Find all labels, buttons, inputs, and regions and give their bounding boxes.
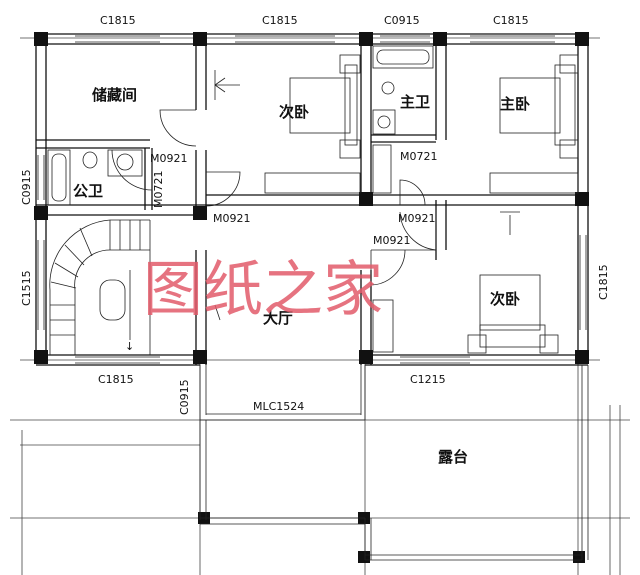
room-label-master-bedroom: 主卧 (500, 95, 530, 113)
code-c1815-a: C1815 (100, 14, 136, 27)
code-c1815-right: C1815 (597, 264, 610, 300)
room-label-second-bedroom-top: 次卧 (279, 103, 309, 121)
spiral-staircase: ↓ (49, 219, 151, 355)
room-label-second-bedroom-right: 次卧 (490, 290, 520, 308)
code-c1815-bottom: C1815 (98, 373, 134, 386)
code-c1815-b: C1815 (262, 14, 298, 27)
room-labels: 储藏间 次卧 主卫 主卧 公卫 大厅 次卧 露台 (73, 86, 530, 466)
code-c1815-c: C1815 (493, 14, 529, 27)
room-label-master-bath: 主卫 (400, 93, 430, 111)
code-m0921-b: M0921 (213, 212, 251, 225)
code-m0721-right: M0721 (400, 150, 438, 163)
code-m0921-d: M0921 (373, 234, 411, 247)
code-c1515: C1515 (20, 270, 33, 306)
code-m0921-a: M0921 (150, 152, 188, 165)
code-c0915-bottom: C0915 (178, 379, 191, 415)
furniture (47, 45, 579, 354)
room-label-hall: 大厅 (263, 309, 293, 327)
room-label-terrace: 露台 (438, 448, 468, 466)
code-c1215: C1215 (410, 373, 446, 386)
room-label-public-bath: 公卫 (73, 182, 103, 200)
code-mlc1524: MLC1524 (253, 400, 304, 413)
element-codes: C1815 C1815 C0915 C1815 M0921 M0721 M092… (20, 14, 610, 415)
stair-arrow: ↓ (125, 340, 134, 353)
code-m0921-c: M0921 (398, 212, 436, 225)
walls (35, 33, 589, 366)
watermark-text: 图纸之家 (143, 255, 383, 325)
windows (37, 35, 589, 561)
code-c0915-left: C0915 (20, 169, 33, 205)
code-m0721-left: M0721 (152, 171, 165, 209)
doors (111, 70, 520, 321)
room-label-storage: 储藏间 (92, 86, 137, 104)
code-c0915-top: C0915 (384, 14, 420, 27)
